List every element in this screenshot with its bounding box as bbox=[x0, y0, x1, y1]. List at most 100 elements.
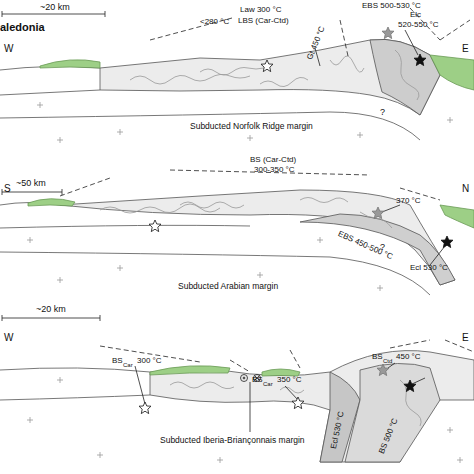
star-grey bbox=[377, 364, 389, 376]
fault bbox=[100, 340, 474, 372]
section-label: N bbox=[462, 184, 469, 194]
section-label: BS bbox=[112, 357, 123, 365]
ophiolite bbox=[262, 369, 300, 376]
section-label: Subducted Norfolk Ridge margin bbox=[190, 122, 313, 131]
leader-line bbox=[135, 363, 425, 404]
crosses bbox=[27, 417, 33, 423]
section-label: Subducted Arabian margin bbox=[178, 282, 278, 291]
section-label: 300 °C bbox=[137, 357, 162, 365]
section-label: ~20 km bbox=[40, 3, 70, 12]
crosses bbox=[37, 102, 43, 108]
fold-trace bbox=[130, 50, 419, 100]
fold-trace bbox=[170, 380, 421, 426]
crosses bbox=[447, 117, 453, 123]
section-label: Subducted Iberia-Briançonnais margin bbox=[160, 436, 305, 445]
scale-bar bbox=[2, 315, 100, 321]
crosses bbox=[57, 277, 63, 283]
slab-bottom bbox=[0, 112, 420, 140]
section-label: W bbox=[4, 333, 13, 343]
ophiolite bbox=[430, 55, 474, 90]
section-label: 520-550 °C bbox=[398, 21, 439, 29]
crosses bbox=[57, 377, 63, 383]
bs500-unit bbox=[345, 363, 440, 462]
section-label: Car bbox=[263, 381, 273, 387]
crosses bbox=[117, 265, 123, 271]
section-label: BS (Car-Ctd) bbox=[250, 156, 296, 164]
star-black bbox=[441, 236, 453, 248]
section-label: 350 °C bbox=[277, 376, 302, 384]
metamorphic-unit bbox=[60, 190, 455, 285]
crosses bbox=[57, 137, 63, 143]
slab-bottom bbox=[0, 252, 430, 295]
section-label: ? bbox=[380, 108, 385, 117]
section-label: ~50 km bbox=[16, 179, 46, 188]
crosses bbox=[457, 457, 463, 463]
crosses bbox=[97, 452, 103, 458]
section-label: W bbox=[4, 44, 13, 54]
slab-top bbox=[0, 90, 100, 95]
fold-trace bbox=[100, 198, 392, 229]
star-white bbox=[149, 220, 161, 232]
eclogite-unit bbox=[370, 39, 440, 115]
ophiolite bbox=[40, 60, 100, 68]
star-white bbox=[292, 397, 304, 409]
section-oman bbox=[0, 170, 474, 295]
ophiolite bbox=[150, 366, 230, 375]
slab-top bbox=[0, 395, 150, 400]
crosses bbox=[357, 132, 363, 138]
section-label: Elc bbox=[410, 11, 421, 19]
crosses bbox=[247, 135, 253, 141]
crosses bbox=[257, 272, 263, 278]
crosses bbox=[217, 457, 223, 463]
section-label: ~20 km bbox=[36, 305, 66, 314]
section-label: <280 °C bbox=[200, 18, 229, 26]
section-label: aledonia bbox=[0, 22, 45, 33]
crosses bbox=[27, 377, 463, 463]
crosses bbox=[317, 237, 323, 243]
section-label: EBS 500-530 °C bbox=[362, 2, 421, 10]
star-black bbox=[404, 380, 416, 392]
slab-top bbox=[0, 225, 250, 228]
star-white bbox=[261, 60, 273, 72]
section-label: LBS (Car-Ctd) bbox=[238, 17, 289, 25]
section-label: Ctd bbox=[383, 358, 392, 364]
section-label: E bbox=[462, 44, 469, 54]
section-label: BS bbox=[372, 353, 383, 361]
star-grey bbox=[372, 207, 384, 219]
section-label: 370 °C bbox=[396, 197, 421, 205]
section-label: BS bbox=[252, 376, 263, 384]
section-label: ? bbox=[380, 243, 385, 252]
section-label: Car bbox=[123, 362, 133, 368]
ophiolite bbox=[28, 199, 75, 206]
section-label: Law 300 °C bbox=[240, 6, 281, 14]
section-label: 300-350 °C bbox=[254, 166, 295, 174]
crosses bbox=[117, 129, 123, 135]
crosses bbox=[377, 285, 383, 291]
scale-bar bbox=[2, 189, 62, 195]
section-label: E bbox=[462, 333, 469, 343]
out-of-page-symbol bbox=[241, 375, 248, 382]
surface bbox=[0, 368, 150, 372]
crosses bbox=[27, 237, 383, 291]
metamorphic-unit bbox=[100, 39, 440, 115]
section-new-caledonia bbox=[0, 8, 474, 143]
strike-slip-fault bbox=[250, 382, 251, 432]
crosses bbox=[37, 102, 453, 143]
ophiolite bbox=[440, 205, 474, 228]
section-alps bbox=[0, 315, 474, 463]
crosses bbox=[27, 237, 33, 243]
section-label: Ecl 530 °C bbox=[410, 264, 448, 272]
leader-line bbox=[315, 30, 418, 66]
fault bbox=[60, 170, 440, 200]
ebs-band bbox=[300, 214, 455, 285]
out-of-page-dot bbox=[243, 377, 245, 379]
star-black bbox=[414, 54, 426, 66]
crosses bbox=[447, 427, 453, 433]
bs-unit bbox=[150, 351, 474, 462]
section-label: 450 °C bbox=[396, 353, 421, 361]
section-label: S bbox=[4, 184, 11, 194]
star-white bbox=[139, 402, 151, 414]
star-grey bbox=[382, 27, 394, 39]
